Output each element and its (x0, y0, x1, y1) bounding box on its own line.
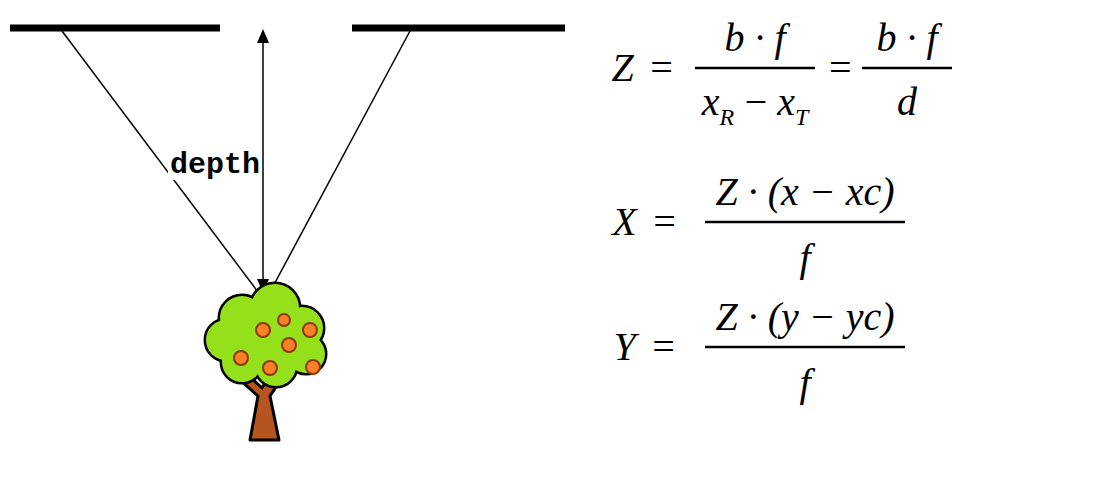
equation-part: f (799, 363, 810, 403)
equation-text: X (612, 202, 636, 242)
equation-text: = (827, 48, 854, 88)
equation-part: Y= (613, 327, 676, 367)
depth-label-group: depth (168, 150, 262, 180)
right-ray (270, 31, 410, 292)
equation-text: = (650, 327, 677, 367)
equation-text: − (742, 82, 769, 122)
equation-text: b · f (724, 18, 785, 58)
equation-text: = (648, 48, 675, 88)
left-image-plane (10, 25, 220, 32)
equation-text: Z · (y − yc) (715, 297, 894, 337)
equation-part: b · f (724, 18, 785, 58)
equation-part: Z · (x − xc) (715, 172, 894, 212)
equation-part: b · f (876, 18, 937, 58)
equation-part: Z · (y − yc) (715, 297, 894, 337)
equation-text: d (897, 82, 917, 122)
equation-text: Z · (x − xc) (715, 172, 894, 212)
equation-text: = (651, 202, 678, 242)
fraction-bars (695, 68, 952, 347)
equation-part: f (799, 238, 810, 278)
tree (206, 284, 325, 440)
depth-label: depth (168, 150, 262, 180)
subscript: R (719, 105, 734, 129)
equation-text: b · f (876, 18, 937, 58)
equation-part: Z= (611, 48, 674, 88)
equation-part: xR−xT (702, 82, 809, 122)
equation-part: X= (612, 202, 677, 242)
equation-text: Y (613, 327, 635, 367)
equation-text: x (777, 82, 795, 122)
equation-text: Z (611, 48, 633, 88)
equation-text: x (702, 82, 720, 122)
subscript: T (795, 105, 808, 129)
equation-part: d (897, 82, 917, 122)
right-image-plane (352, 25, 565, 32)
equation-text: f (799, 363, 810, 403)
equation-part: = (827, 48, 854, 88)
equation-text: f (799, 238, 810, 278)
